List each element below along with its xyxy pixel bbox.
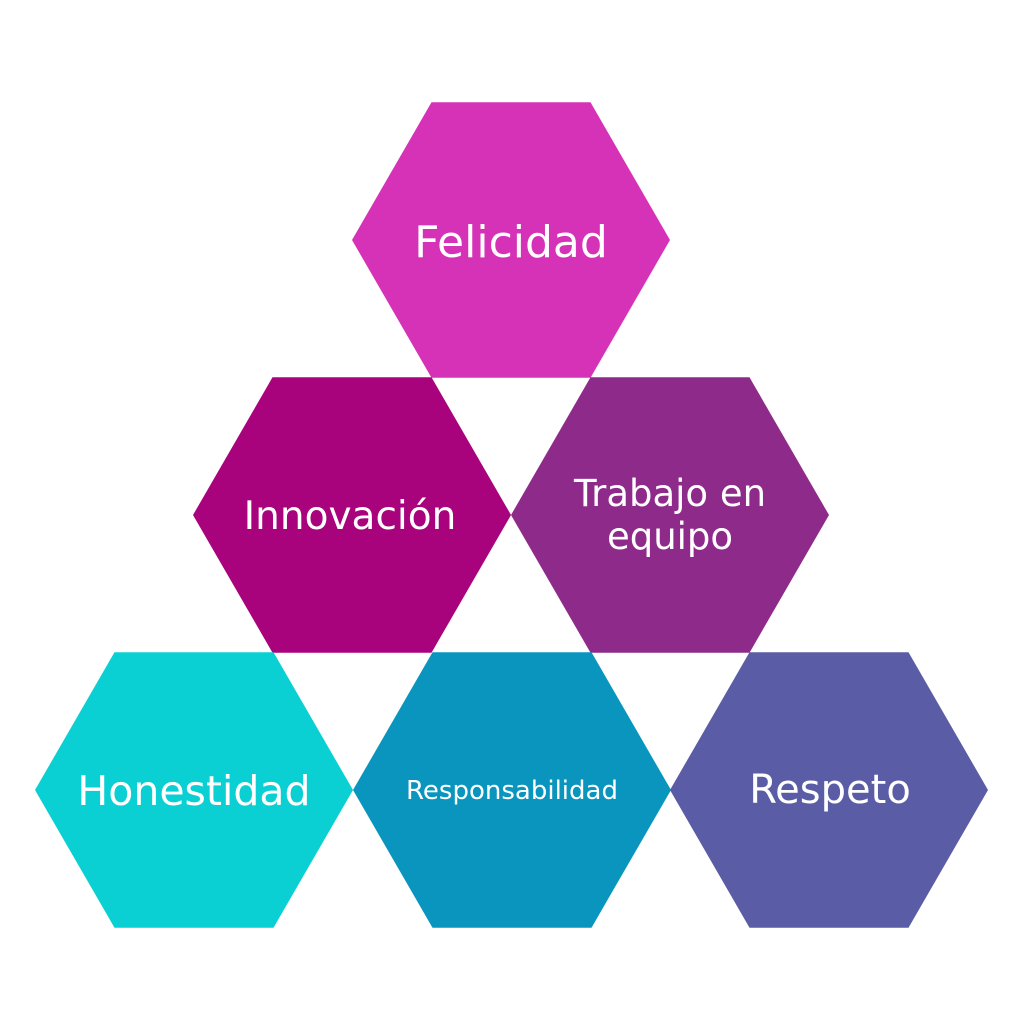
hexagon-label: Felicidad [414, 217, 608, 268]
hexagon-label: Innovación [244, 494, 457, 539]
hexagon-innovacion: Innovación [193, 377, 511, 653]
hexagon-felicidad: Felicidad [352, 102, 670, 378]
hexagon-label-line-2: equipo [607, 515, 733, 558]
hexagon-shape [670, 652, 988, 928]
hexagon-label: Responsabilidad [406, 776, 618, 806]
hexagon-label: Honestidad [77, 767, 310, 815]
hexagon-trabajo-en-equipo: Trabajo en equipo [511, 377, 829, 653]
hexagon-shape [35, 652, 353, 928]
hexagon-label-line-1: Trabajo en [573, 472, 766, 515]
hexagon-responsabilidad: Responsabilidad [353, 652, 671, 928]
hexagon-shape [353, 652, 671, 928]
hexagon-shape [511, 377, 829, 653]
hexagon-label: Respeto [749, 767, 911, 813]
hexagon-shape [193, 377, 511, 653]
hexagon-honestidad: Honestidad [35, 652, 353, 928]
hexagon-shape [352, 102, 670, 378]
hexagon-respeto: Respeto [670, 652, 988, 928]
